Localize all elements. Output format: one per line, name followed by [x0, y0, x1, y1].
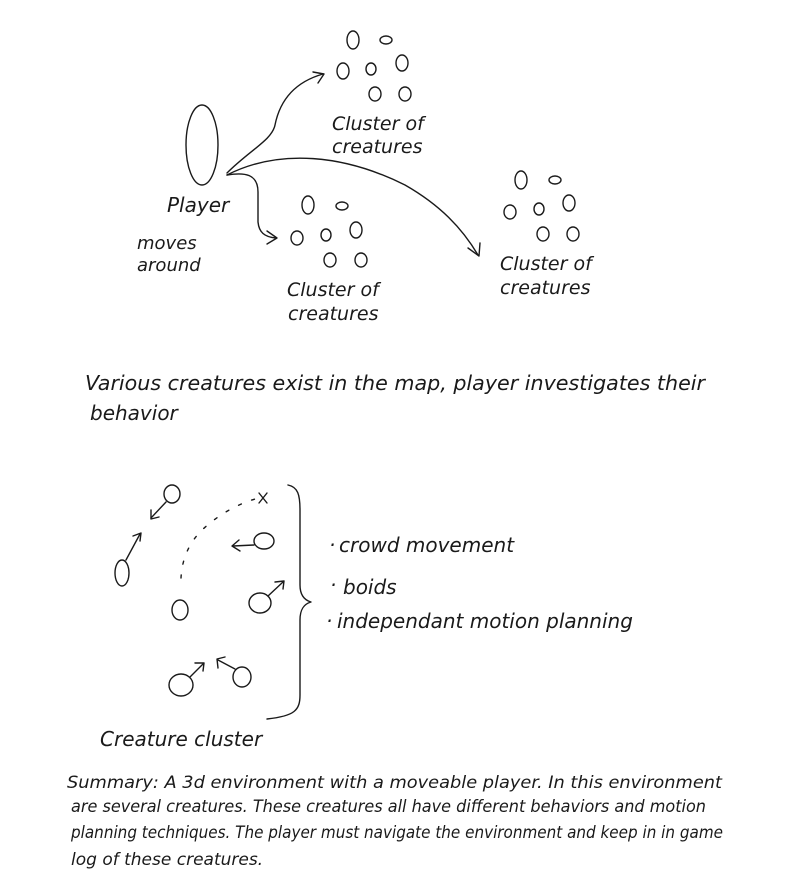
player-shape — [185, 104, 219, 186]
arrow-to-left-cluster — [226, 173, 277, 239]
bottom-diagram: · crowd movement · boids · independant m… — [100, 484, 633, 751]
bullet-independent-motion: independant motion planning — [337, 609, 633, 633]
summary-line-2: are several creatures. These creatures a… — [71, 797, 706, 817]
arrowhead-left-cluster — [266, 230, 278, 245]
bullet-dot-2: · — [330, 573, 336, 597]
bullet-boids: boids — [343, 575, 397, 599]
top-caption-line1: Various creatures exist in the map, play… — [85, 371, 707, 395]
bullet-dot-1: · — [329, 533, 335, 557]
bullet-dot-3: · — [326, 609, 332, 633]
cluster-right-label-line1: Cluster of — [500, 253, 595, 275]
player-note-line2: around — [137, 255, 201, 276]
cluster-brace — [266, 484, 312, 720]
arrow-to-top-cluster — [226, 73, 324, 174]
top-caption-line2: behavior — [90, 401, 180, 425]
player-note-line1: moves — [137, 233, 197, 254]
summary-line-4: log of these creatures. — [71, 850, 263, 870]
creature-cluster-label: Creature cluster — [100, 727, 264, 751]
cluster-top-label-line1: Cluster of — [332, 113, 427, 135]
cluster-left-label-line1: Cluster of — [287, 279, 382, 301]
cluster-right-label-line2: creatures — [500, 277, 591, 299]
summary-line-1: Summary: A 3d environment with a moveabl… — [67, 773, 723, 793]
summary-line-3: planning techniques. The player must nav… — [70, 823, 723, 843]
creature-cluster-right — [503, 170, 580, 242]
creature-cluster-left — [290, 195, 368, 268]
arrow-to-right-cluster — [226, 157, 479, 256]
summary-block: Summary: A 3d environment with a moveabl… — [67, 773, 723, 870]
arrowhead-right-cluster — [467, 242, 481, 257]
arrowhead-top-cluster — [312, 71, 325, 84]
creature-cluster-top — [336, 30, 412, 102]
top-diagram: Player moves around Cluster of creatures… — [85, 30, 707, 425]
creature-cluster-sketch — [114, 484, 285, 697]
player-label: Player — [167, 193, 231, 217]
bullet-crowd-movement: crowd movement — [339, 533, 515, 557]
cluster-top-label-line2: creatures — [332, 136, 423, 158]
cluster-left-label-line2: creatures — [288, 303, 379, 325]
